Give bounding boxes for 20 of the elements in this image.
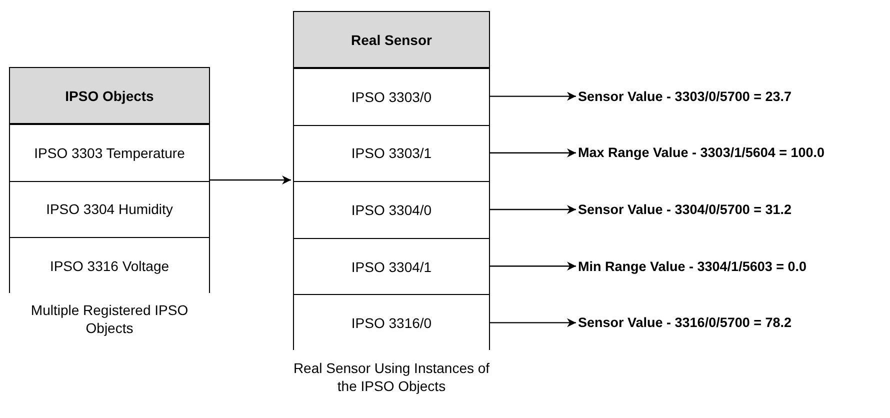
value-label: Min Range Value - 3304/1/5603 = 0.0 <box>578 257 806 276</box>
arrow <box>489 318 576 328</box>
table-caption: Real Sensor Using Instances of the IPSO Objects <box>293 360 490 395</box>
table-caption: Multiple Registered IPSO Objects <box>30 302 190 337</box>
value-label: Sensor Value - 3303/0/5700 = 23.7 <box>578 87 792 106</box>
arrow <box>489 204 576 214</box>
arrow <box>210 176 291 184</box>
value-label: Sensor Value - 3316/0/5700 = 78.2 <box>578 314 792 332</box>
arrow <box>489 92 576 101</box>
arrow <box>489 262 576 271</box>
header-text: IPSO Objects <box>65 88 154 104</box>
arrow <box>489 148 576 158</box>
table-row: IPSO 3316/0 <box>294 294 489 351</box>
table-row: IPSO 3316 Voltage <box>10 237 209 294</box>
table <box>9 67 210 293</box>
table-row: IPSO 3304/1 <box>294 238 489 294</box>
header-text: Real Sensor <box>351 32 432 48</box>
table <box>293 11 490 350</box>
value-label: Max Range Value - 3303/1/5604 = 100.0 <box>578 144 825 162</box>
value-label: Sensor Value - 3304/0/5700 = 31.2 <box>578 200 792 218</box>
